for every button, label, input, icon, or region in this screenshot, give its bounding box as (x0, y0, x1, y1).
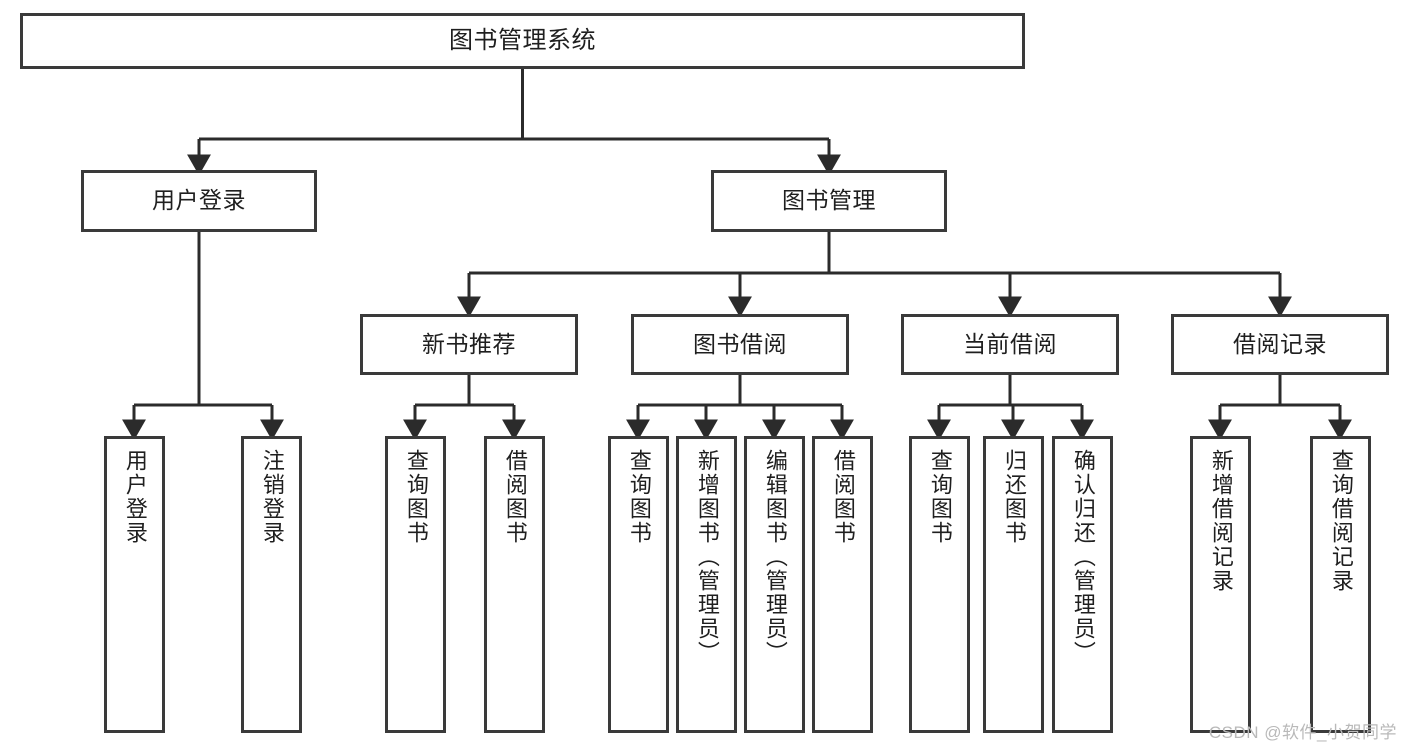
node-leaf-user-logout-label: 注销登录 (259, 449, 285, 545)
edge-bookmanage-to-level3 (457, 232, 1292, 318)
edge-currentborrow-to-leaves (927, 375, 1094, 441)
node-book-borrow[interactable]: 图书借阅 (631, 314, 849, 375)
node-leaf-add-record-label: 新增借阅记录 (1208, 449, 1234, 593)
edge-bookborrow-to-leaves (626, 375, 854, 441)
node-book-manage-label: 图书管理 (782, 187, 876, 214)
edge-borrowrecords-to-leaves (1208, 375, 1352, 441)
node-leaf-borrow-book-2[interactable]: 借阅图书 (812, 436, 873, 733)
node-root[interactable]: 图书管理系统 (20, 13, 1025, 69)
node-book-manage[interactable]: 图书管理 (711, 170, 947, 232)
node-borrow-records-label: 借阅记录 (1233, 330, 1327, 357)
edge-userlogin-to-leaves (122, 232, 284, 441)
node-leaf-borrow-book-1[interactable]: 借阅图书 (484, 436, 545, 733)
node-leaf-return-book-label: 归还图书 (1001, 449, 1027, 545)
node-leaf-add-book-label: 新增图书（管理员） (694, 449, 720, 665)
node-leaf-query-record[interactable]: 查询借阅记录 (1310, 436, 1371, 733)
node-leaf-query-book-3-label: 查询图书 (927, 449, 953, 545)
edge-newbook-to-leaves (403, 375, 526, 441)
node-leaf-borrow-book-2-label: 借阅图书 (830, 449, 856, 545)
node-leaf-user-login[interactable]: 用户登录 (104, 436, 165, 733)
node-leaf-user-logout[interactable]: 注销登录 (241, 436, 302, 733)
node-leaf-confirm-return[interactable]: 确认归还（管理员） (1052, 436, 1113, 733)
node-leaf-query-book-2[interactable]: 查询图书 (608, 436, 669, 733)
node-new-book-recommend[interactable]: 新书推荐 (360, 314, 578, 375)
node-current-borrow-label: 当前借阅 (963, 330, 1057, 357)
node-new-book-recommend-label: 新书推荐 (422, 330, 516, 357)
node-leaf-borrow-book-1-label: 借阅图书 (502, 449, 528, 545)
node-borrow-records[interactable]: 借阅记录 (1171, 314, 1389, 375)
node-leaf-user-login-label: 用户登录 (122, 449, 148, 545)
node-leaf-query-book-1-label: 查询图书 (403, 449, 429, 545)
node-leaf-query-book-1[interactable]: 查询图书 (385, 436, 446, 733)
node-leaf-add-record[interactable]: 新增借阅记录 (1190, 436, 1251, 733)
node-current-borrow[interactable]: 当前借阅 (901, 314, 1119, 375)
node-leaf-query-record-label: 查询借阅记录 (1328, 449, 1354, 593)
node-leaf-edit-book[interactable]: 编辑图书（管理员） (744, 436, 805, 733)
node-leaf-add-book[interactable]: 新增图书（管理员） (676, 436, 737, 733)
node-user-login[interactable]: 用户登录 (81, 170, 317, 232)
node-leaf-return-book[interactable]: 归还图书 (983, 436, 1044, 733)
node-root-label: 图书管理系统 (449, 26, 596, 54)
node-user-login-label: 用户登录 (152, 187, 246, 214)
node-leaf-query-book-3[interactable]: 查询图书 (909, 436, 970, 733)
node-leaf-edit-book-label: 编辑图书（管理员） (762, 449, 788, 665)
node-leaf-confirm-return-label: 确认归还（管理员） (1070, 449, 1096, 665)
node-book-borrow-label: 图书借阅 (693, 330, 787, 357)
node-leaf-query-book-2-label: 查询图书 (626, 449, 652, 545)
edge-root-to-level2 (187, 69, 841, 176)
